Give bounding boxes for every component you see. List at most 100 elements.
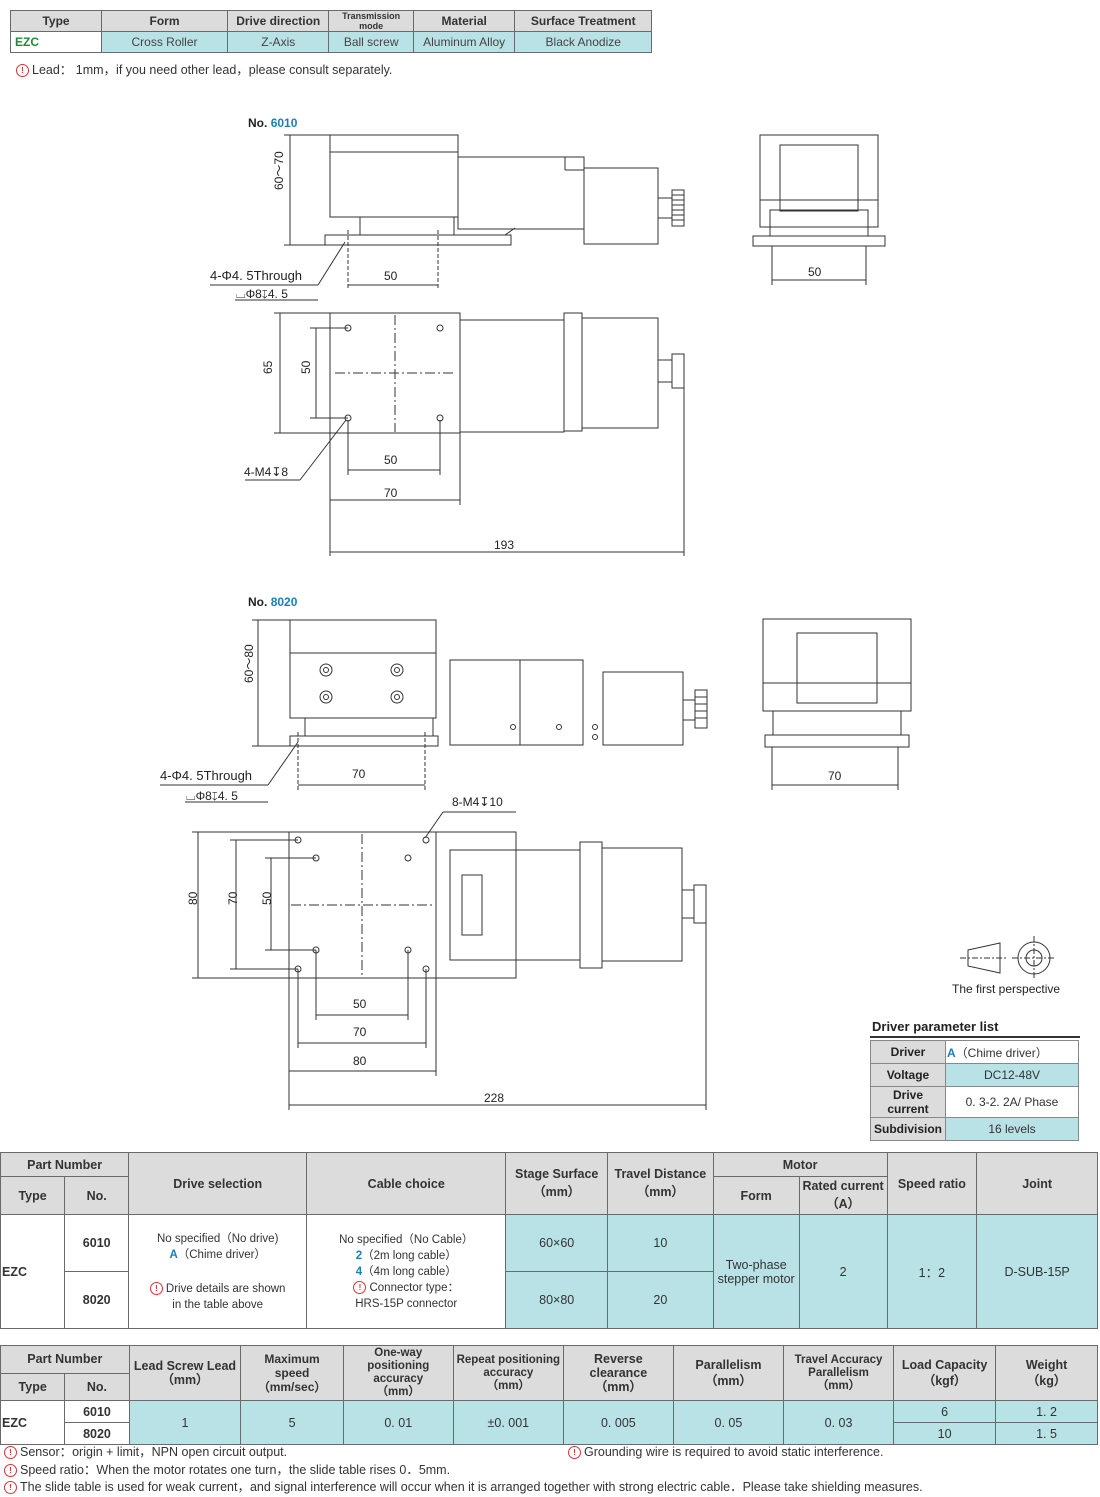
spec-value-material: Aluminum Alloy bbox=[412, 31, 516, 53]
perf-speed-label-2: speed bbox=[274, 1366, 310, 1380]
speed-ratio-note: !Speed ratio：When the motor rotates one … bbox=[4, 1459, 450, 1478]
drive-option-none: No specified（No drive) bbox=[156, 1232, 279, 1245]
sensor-note: !Sensor：origin + limit，NPN open circuit … bbox=[4, 1441, 287, 1460]
perf-travel-accuracy-value: 0. 03 bbox=[783, 1400, 895, 1445]
order-drive-selection-header: Drive selection bbox=[128, 1152, 308, 1215]
perf-oneway-label-2: accuracy bbox=[373, 1373, 424, 1385]
order-speed-ratio-header: Speed ratio bbox=[886, 1152, 978, 1215]
motor-8020-side bbox=[602, 671, 684, 746]
dim-8020-70-h: 70 bbox=[353, 1025, 367, 1039]
dim-8020-end-70: 70 bbox=[828, 769, 842, 783]
counterbore-spec-8020: ⌴Φ8↧4. 5 bbox=[186, 789, 238, 803]
dim-6010-50-v: 50 bbox=[299, 360, 313, 374]
order-travel-6010: 10 bbox=[607, 1214, 714, 1272]
perf-load-6010: 6 bbox=[893, 1400, 997, 1423]
perf-lead-value: 1 bbox=[128, 1400, 242, 1445]
cable-option-4-text: （4m long cable） bbox=[362, 1265, 457, 1278]
perf-no-6010: 6010 bbox=[64, 1400, 130, 1423]
spec-header-surface: Surface Treatment bbox=[514, 10, 652, 32]
driver-value: A（Chime driver） bbox=[945, 1040, 1079, 1064]
drawing-8020-title: No. 8020 bbox=[248, 595, 297, 609]
driver-params-table: Driver A（Chime driver） Voltage DC12-48V … bbox=[870, 1040, 1079, 1141]
no-prefix: No. bbox=[248, 595, 268, 609]
order-stage-8020: 80×80 bbox=[505, 1271, 609, 1329]
spec-value-form: Cross Roller bbox=[101, 31, 228, 53]
perf-load-label: Load Capacity bbox=[901, 1358, 988, 1372]
dim-6010-65: 65 bbox=[261, 360, 275, 374]
perf-weight-6010: 1. 2 bbox=[995, 1400, 1098, 1423]
perf-parallelism-unit: （mm） bbox=[704, 1374, 753, 1388]
hole-spec-6010: 4-Φ4. 5Through bbox=[210, 268, 302, 283]
warning-icon: ! bbox=[4, 1464, 17, 1478]
base-plate-8020 bbox=[289, 735, 439, 747]
order-motor-header: Motor bbox=[712, 1152, 888, 1177]
slide-table-note: !The slide table is used for weak curren… bbox=[4, 1476, 923, 1495]
perf-reverse-label-1: Reverse bbox=[594, 1352, 643, 1366]
warning-icon: ! bbox=[4, 1481, 17, 1495]
cable-option-4-code: 4 bbox=[355, 1265, 363, 1278]
perf-speed-value: 5 bbox=[240, 1400, 344, 1445]
drive-note: !Drive details are shown bbox=[130, 1281, 305, 1297]
drive-options-spacer bbox=[130, 1263, 305, 1281]
order-stage-6010: 60×60 bbox=[505, 1214, 609, 1272]
perf-travel-accuracy-unit: （mm） bbox=[816, 1379, 861, 1392]
cable-option-2: 2（2m long cable） bbox=[308, 1248, 504, 1264]
spec-table: Type Form Drive direction Transmission m… bbox=[9, 10, 652, 53]
perf-load-unit: （kgf） bbox=[922, 1374, 967, 1388]
cable-option-2-code: 2 bbox=[355, 1249, 363, 1262]
driver-code: A bbox=[947, 1045, 956, 1060]
slide-table-note-text: The slide table is used for weak current… bbox=[20, 1480, 923, 1494]
drive-option-a: A（Chime driver） bbox=[130, 1247, 305, 1263]
dim-8020-228: 228 bbox=[484, 1091, 504, 1105]
drawing-6010-title: No. 6010 bbox=[248, 116, 297, 130]
stage-6010-end-view bbox=[759, 134, 879, 228]
thread-spec-6010: 4-M4↧8 bbox=[244, 465, 288, 479]
base-plate-6010 bbox=[324, 234, 512, 246]
order-travel-8020: 20 bbox=[607, 1271, 714, 1329]
order-form-header: Form bbox=[712, 1176, 800, 1215]
perf-type-header: Type bbox=[0, 1372, 66, 1401]
order-rated-current-value: 2 bbox=[798, 1214, 888, 1329]
perf-no-8020: 8020 bbox=[64, 1422, 130, 1445]
driver-value-text: （Chime driver） bbox=[955, 1045, 1048, 1060]
lead-note: !Lead： 1mm，if you need other lead，please… bbox=[16, 59, 392, 78]
perf-parallelism-header: Parallelism（mm） bbox=[672, 1345, 785, 1401]
order-joint-header: Joint bbox=[976, 1152, 1098, 1215]
subdivision-key: Subdivision bbox=[870, 1117, 946, 1141]
perf-repeat-value: ±0. 001 bbox=[452, 1400, 564, 1445]
spec-value-transmission: Ball screw bbox=[328, 31, 414, 53]
dim-8020-side-70: 70 bbox=[352, 767, 366, 781]
perf-travel-accuracy-label-1: Travel Accuracy bbox=[794, 1353, 883, 1366]
dim-6010-70: 70 bbox=[384, 486, 398, 500]
dim-6010-50-top: 50 bbox=[384, 453, 398, 467]
cable-option-4: 4（4m long cable） bbox=[308, 1264, 504, 1280]
cable-note-line-2: HRS-15P connector bbox=[355, 1297, 458, 1310]
dim-6010-height: 60～70 bbox=[272, 151, 286, 190]
perf-repeat-label-1: Repeat positioning bbox=[456, 1353, 561, 1366]
lead-note-text: Lead： 1mm，if you need other lead，please … bbox=[32, 63, 393, 77]
spec-value-surface: Black Anodize bbox=[514, 31, 652, 53]
voltage-value: DC12-48V bbox=[945, 1063, 1079, 1087]
cable-note: !Connector type： bbox=[308, 1280, 504, 1296]
perf-repeat-label-2: accuracy bbox=[483, 1366, 534, 1379]
drive-note-line-1: Drive details are shown bbox=[165, 1282, 286, 1295]
order-part-number-header: Part Number bbox=[0, 1152, 130, 1177]
dim-8020-80-v: 80 bbox=[186, 891, 200, 905]
dim-6010-side-50: 50 bbox=[384, 269, 398, 283]
order-rated-unit: （A） bbox=[826, 1197, 861, 1211]
order-no-6010: 6010 bbox=[64, 1214, 130, 1272]
warning-icon: ! bbox=[16, 64, 29, 78]
spec-header-material: Material bbox=[412, 10, 516, 32]
driver-params-rule bbox=[870, 1036, 1080, 1038]
dim-8020-height: 60～80 bbox=[242, 644, 256, 683]
spec-header-drive-direction: Drive direction bbox=[226, 10, 330, 32]
spec-value-drive-direction: Z-Axis bbox=[226, 31, 330, 53]
stage-6010-side-body bbox=[329, 134, 459, 218]
order-rated-current-header: Rated current（A） bbox=[798, 1176, 888, 1215]
warning-icon: ! bbox=[353, 1280, 367, 1294]
thread-spec-8020: 8-M4↧10 bbox=[452, 795, 503, 809]
perf-oneway-unit: （mm） bbox=[376, 1386, 420, 1398]
